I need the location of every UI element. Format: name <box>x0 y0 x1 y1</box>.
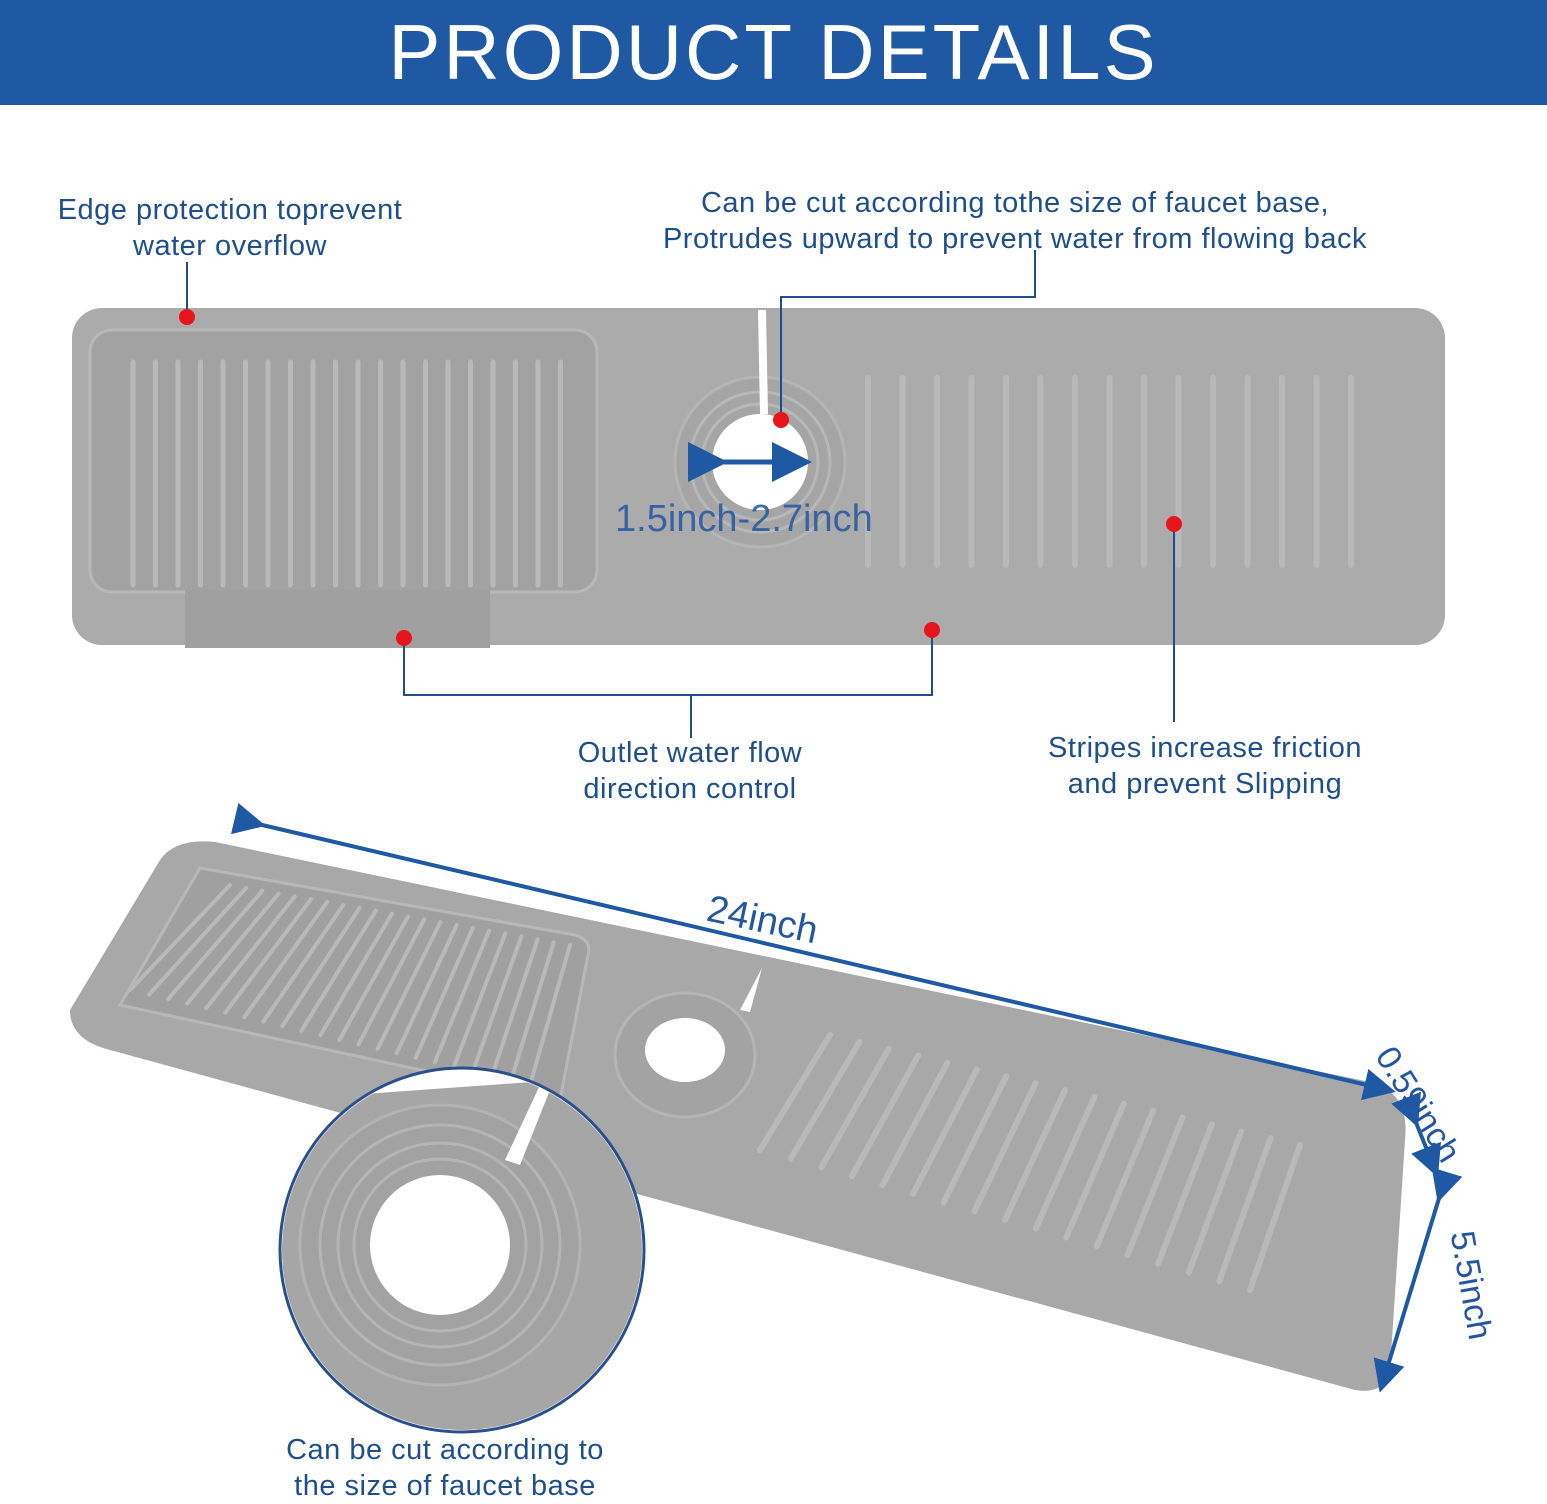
header-banner: PRODUCT DETAILS <box>0 0 1547 105</box>
marker-dot-outlet-left <box>396 630 412 646</box>
marker-dots <box>179 309 1182 646</box>
rib <box>147 885 249 997</box>
callout-outlet: Outlet water flow direction control <box>540 735 840 807</box>
perspective-mat-view <box>70 802 1463 1434</box>
left-tray <box>88 328 599 594</box>
cut-slit <box>758 310 768 414</box>
rib <box>1002 1087 1068 1223</box>
callout-line: and prevent Slipping <box>1067 768 1343 800</box>
hole-size-label: 1.5inch-2.7inch <box>615 498 873 540</box>
marker-dot-edge <box>179 309 195 325</box>
rib <box>1216 1135 1274 1285</box>
callout-cut-faucet-bottom: Can be cut according to the size of fauc… <box>245 1432 645 1504</box>
outlet-lip-left <box>185 590 490 648</box>
callout-line: Can be cut according to <box>286 1434 604 1466</box>
length-arrow <box>230 802 1396 1101</box>
callout-line: Stripes increase friction <box>1048 732 1362 764</box>
width-arrow <box>1373 1167 1463 1393</box>
top-mat-view <box>72 250 1445 738</box>
callout-line: Protrudes upward to prevent water from f… <box>662 223 1368 255</box>
callout-line: Can be cut according tothe size of fauce… <box>700 187 1330 219</box>
callout-cut-faucet-top: Can be cut according tothe size of fauce… <box>610 185 1420 257</box>
rib <box>1032 1093 1098 1232</box>
leader-lines <box>186 250 1175 738</box>
marker-dot-stripes <box>1166 516 1182 532</box>
rib <box>1093 1107 1157 1250</box>
rib <box>1124 1114 1186 1258</box>
rib <box>1247 1142 1303 1293</box>
height-arrow <box>1391 1091 1441 1178</box>
right-ribs <box>865 375 1354 568</box>
magnified-faucet-hole <box>278 1066 646 1434</box>
callout-stripes: Stripes increase friction and prevent Sl… <box>1020 730 1390 802</box>
callout-line: water overflow <box>133 230 327 262</box>
callout-line: Outlet water flow <box>577 737 803 769</box>
faucet-hole-perspective <box>645 1018 725 1082</box>
left-tray-ribs <box>130 359 563 588</box>
rib <box>1063 1100 1127 1241</box>
marker-dot-outlet-right <box>924 622 940 638</box>
rib <box>1185 1128 1245 1276</box>
callout-edge-protection: Edge protection toprevent water overflow <box>30 192 430 264</box>
callout-line: direction control <box>583 773 797 805</box>
marker-dot-slit <box>773 412 789 428</box>
callout-line: the size of faucet base <box>294 1470 596 1502</box>
page-title: PRODUCT DETAILS <box>388 8 1159 96</box>
rib <box>1155 1121 1215 1267</box>
callout-line: Edge protection toprevent <box>57 194 403 226</box>
rib <box>128 883 232 992</box>
rib <box>971 1080 1039 1215</box>
